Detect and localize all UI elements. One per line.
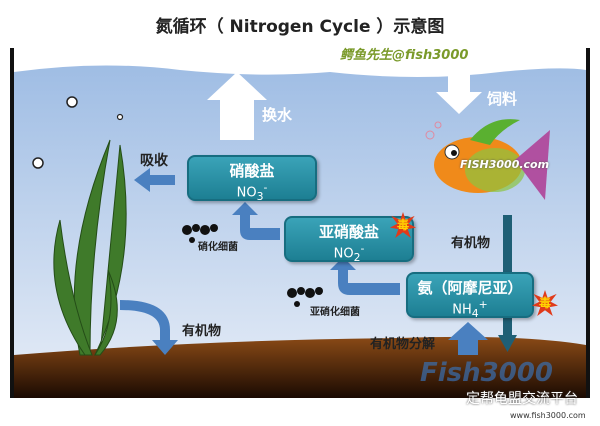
nitrifying-bacteria-label: 硝化细菌	[198, 242, 238, 253]
water-change-label: 换水	[262, 106, 293, 124]
author-credit: 鳄鱼先生@fish3000	[340, 48, 469, 63]
ammonia-box: 氨（阿摩尼亚） NH4+	[406, 272, 534, 320]
diagram-title: 氮循环（ Nitrogen Cycle ）示意图	[155, 17, 445, 37]
watermark-url: www.fish3000.com	[510, 411, 586, 420]
tank-wall-right	[586, 48, 590, 398]
bacteria-cluster	[182, 224, 218, 243]
organic-label-right: 有机物	[451, 236, 491, 251]
plant	[53, 139, 127, 356]
nitrate-box: 硝酸盐 NO3-	[187, 155, 317, 203]
organic-label-left: 有机物	[182, 324, 222, 339]
feed-arrow	[436, 64, 482, 114]
ammonia-name: 氨（阿摩尼亚）	[417, 279, 523, 297]
fish-brand: FISH3000.com	[460, 158, 550, 171]
absorb-label: 吸收	[140, 153, 168, 169]
nitrate-name: 硝酸盐	[229, 162, 275, 180]
decompose-label: 有机物分解	[370, 337, 436, 352]
absorb-arrow	[134, 168, 175, 192]
nitrate-formula: NO3-	[236, 181, 268, 203]
nitrite-name: 亚硝酸盐	[318, 223, 379, 241]
soil	[14, 336, 586, 398]
organic-down-arrow	[498, 335, 517, 352]
watermark-text: 定帮龟盟交流平台	[466, 391, 578, 407]
bubble	[32, 157, 44, 169]
bubble	[116, 113, 124, 121]
fish	[425, 119, 550, 200]
decompose-arrow	[448, 322, 488, 355]
nitrite-box: 亚硝酸盐 NO2-	[284, 216, 414, 264]
ammonia-to-nitrite-arrow	[330, 257, 400, 295]
bacteria-cluster	[287, 287, 323, 307]
water-change-arrow	[207, 72, 267, 140]
nitrite-formula: NO2-	[333, 242, 365, 264]
tank-wall-left	[10, 48, 14, 398]
watermark-logo: Fish3000	[420, 358, 554, 388]
ammonia-formula: NH4+	[452, 298, 488, 320]
organic-arrow-left	[120, 300, 178, 355]
nitrite-to-nitrate-arrow	[232, 202, 280, 240]
feed-label: 饲料	[487, 90, 518, 108]
nitrosifying-bacteria-label: 亚硝化细菌	[310, 307, 360, 318]
bubble	[66, 96, 78, 108]
